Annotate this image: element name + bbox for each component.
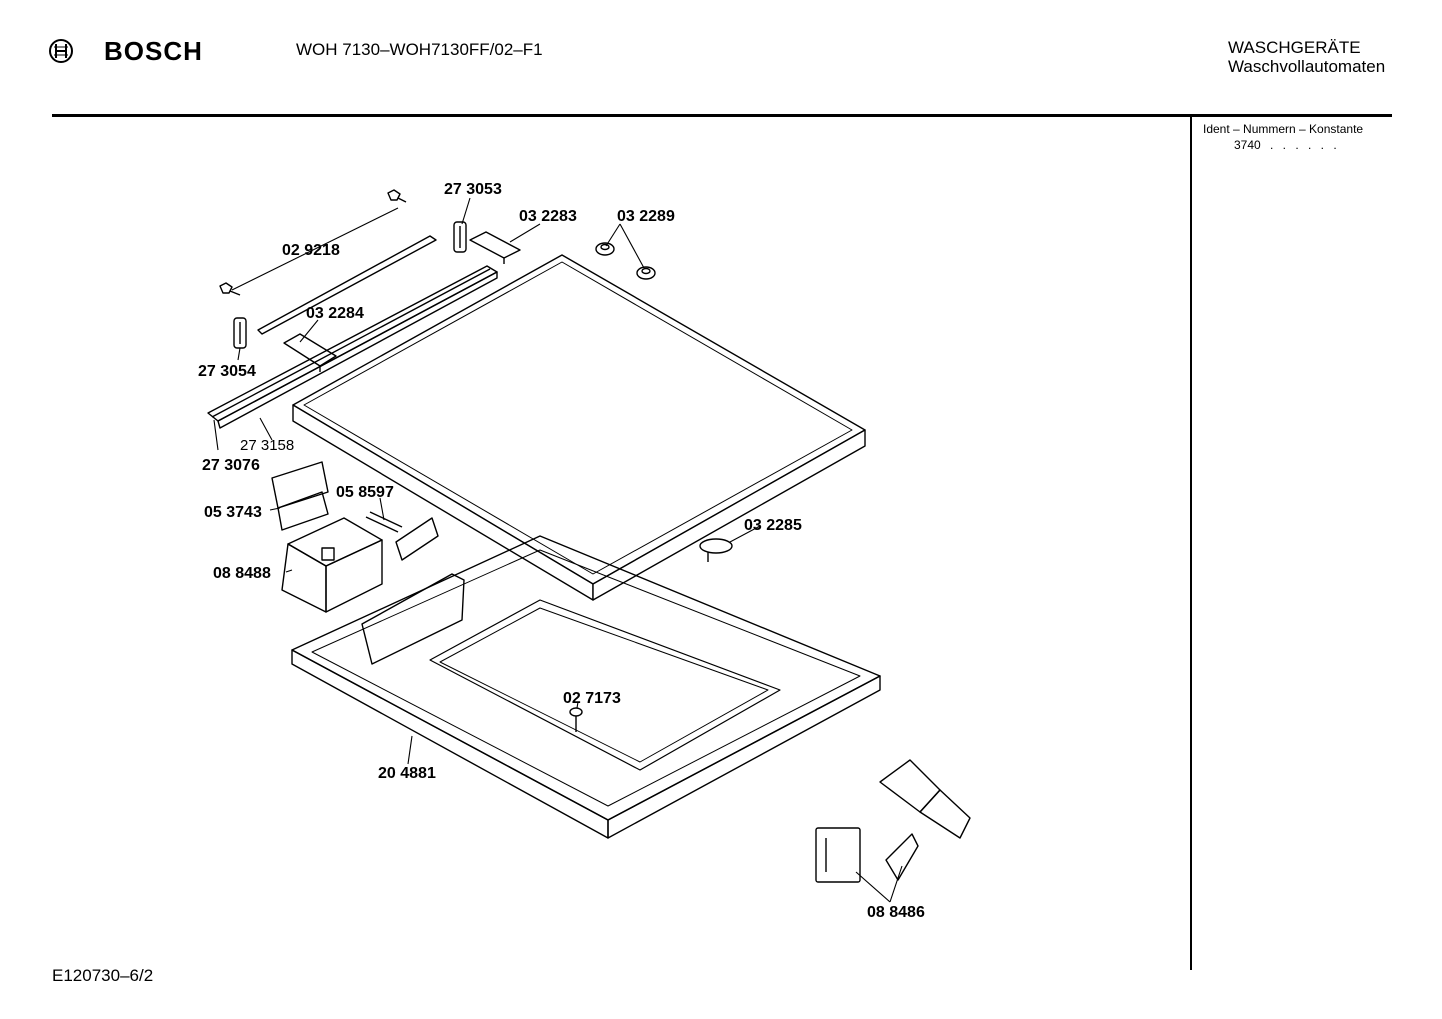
sidebar-divider (1190, 116, 1192, 970)
header-divider (52, 114, 1392, 117)
part-label-273054: 27 3054 (198, 363, 256, 380)
part-label-032285: 03 2285 (744, 517, 802, 534)
top-cover-lid (292, 254, 866, 601)
part-label-032289: 03 2289 (617, 208, 675, 225)
seal-058597 (365, 511, 403, 533)
part-label-273158: 27 3158 (240, 437, 294, 454)
foot-032289-a (595, 242, 615, 256)
bracket-032284 (283, 333, 337, 372)
hinge-rail-upper (257, 235, 437, 335)
door-lock-088486 (815, 759, 971, 883)
part-label-029218: 02 9218 (282, 242, 340, 259)
bracket-032283 (469, 231, 521, 264)
drawer-cover-053743 (271, 461, 329, 531)
ident-heading: Ident – Nummern – Konstante (1203, 122, 1364, 136)
part-label-273053: 27 3053 (444, 181, 502, 198)
dispenser-box-088488 (281, 517, 383, 613)
hinge-273053 (453, 221, 467, 253)
base-frame-204881 (291, 535, 881, 839)
screw-029218-b (219, 282, 241, 296)
category-title: WASCHGERÄTE (1228, 38, 1361, 57)
bosch-armature-logo-icon (49, 39, 73, 63)
part-label-032283: 03 2283 (519, 208, 577, 225)
foot-032289-b (636, 266, 656, 280)
leader-lines (213, 197, 903, 903)
part-label-088488: 08 8488 (213, 565, 271, 582)
brand-logo-text: BOSCH (104, 36, 203, 66)
category-subtitle: Waschvollautomaten (1228, 57, 1386, 76)
screw-029218-a (387, 189, 407, 203)
part-label-027173: 02 7173 (563, 690, 621, 707)
hinge-rail-273158 (207, 265, 498, 429)
part-label-032284: 03 2284 (306, 305, 364, 322)
drawing-code: E120730–6/2 (52, 966, 154, 985)
part-label-273076: 27 3076 (202, 457, 260, 474)
part-label-058597: 05 8597 (336, 484, 394, 501)
screw-027173 (569, 707, 583, 732)
part-label-088486: 08 8486 (867, 904, 925, 921)
bracket-032285 (699, 538, 733, 562)
part-label-204881: 20 4881 (378, 765, 436, 782)
model-title: WOH 7130–WOH7130FF/02–F1 (296, 40, 543, 59)
part-label-053743: 05 3743 (204, 504, 262, 521)
ident-value: 3740 (1234, 138, 1261, 152)
drawer-flap (395, 517, 439, 561)
hinge-273054 (233, 317, 247, 349)
ident-dots: . . . . . . (1270, 138, 1340, 152)
